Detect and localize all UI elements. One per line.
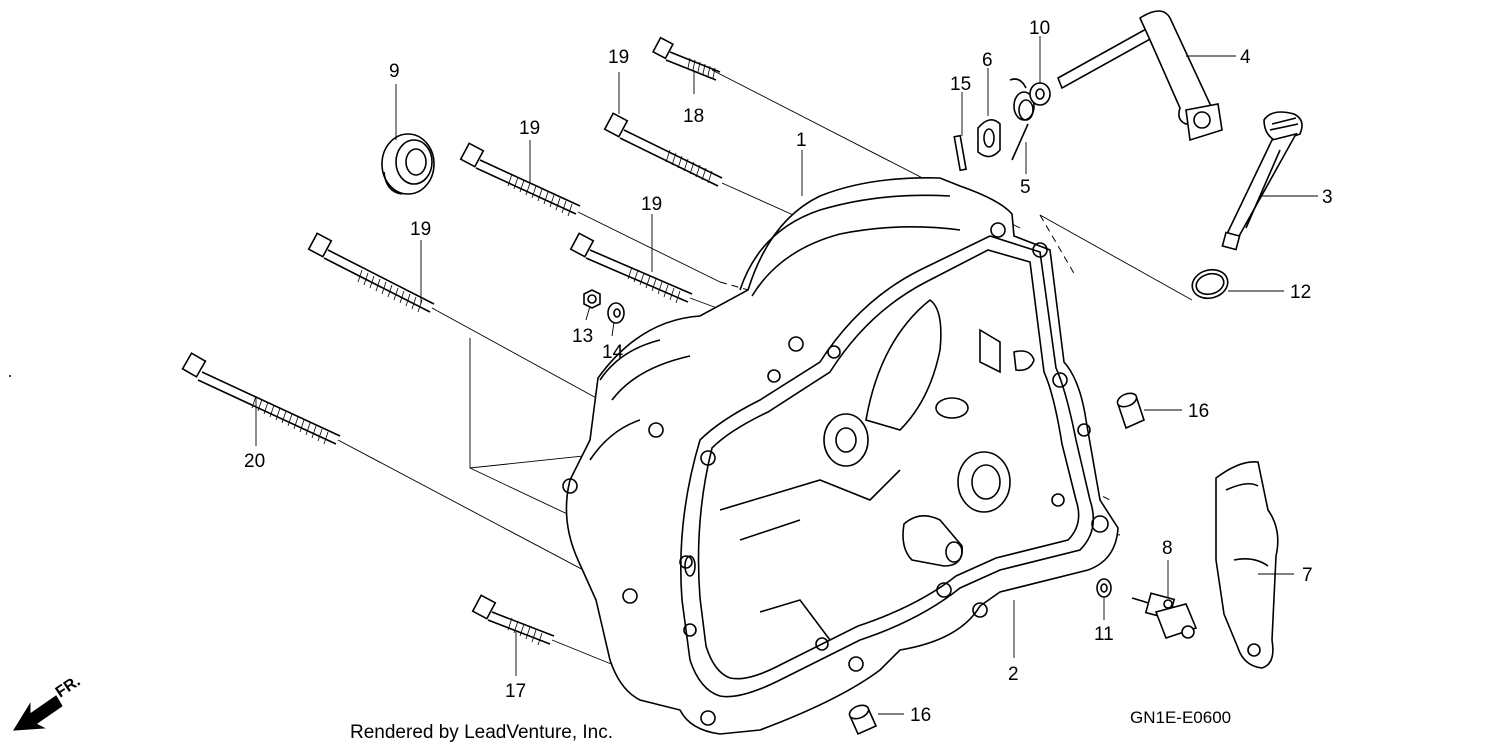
callout-20: 20 — [244, 451, 265, 472]
callout-11: 11 — [1094, 624, 1114, 645]
callout-7: 7 — [1302, 565, 1313, 586]
oil-seal-icon — [381, 133, 435, 195]
callout-2: 2 — [1008, 664, 1019, 685]
small-washer-icon — [1029, 82, 1051, 106]
callout-13: 13 — [572, 326, 593, 347]
callout-numbers: 1 2 3 4 5 6 7 8 9 10 11 12 13 14 15 16 1… — [244, 18, 1333, 726]
dowel-pin-top-icon — [1116, 392, 1145, 430]
callout-16-top: 16 — [1188, 401, 1209, 422]
callout-19-third: 19 — [641, 194, 662, 215]
bolt-17-icon — [471, 594, 555, 646]
callout-12: 12 — [1290, 282, 1311, 303]
callout-4: 4 — [1240, 47, 1251, 68]
bolt-20-icon — [181, 352, 341, 445]
cover-plate-icon — [1215, 461, 1279, 669]
crankcase-cover-icon — [562, 177, 1119, 735]
callout-15: 15 — [950, 74, 971, 95]
cam-icon — [977, 119, 1001, 158]
spring-icon — [1009, 78, 1035, 161]
callout-6: 6 — [982, 50, 993, 71]
callout-1: 1 — [796, 130, 807, 151]
callout-16-bottom: 16 — [910, 705, 931, 726]
callout-18: 18 — [683, 106, 704, 127]
bolt-19d-icon — [307, 232, 435, 313]
sealing-washer-icon — [1096, 578, 1112, 598]
rendered-by-credit: Rendered by LeadVenture, Inc. — [350, 722, 613, 743]
nut-icon — [583, 289, 601, 309]
bolt-19b-icon — [459, 142, 581, 217]
dowel-pin-bottom-icon — [848, 704, 878, 736]
bolt-19a-icon — [603, 112, 723, 187]
washer-icon — [607, 302, 625, 324]
bolts — [181, 36, 723, 646]
callout-19-top: 19 — [608, 47, 629, 68]
gasket-outline — [680, 235, 1095, 698]
front-direction-label: FR. — [53, 673, 84, 702]
callout-5: 5 — [1020, 177, 1031, 198]
callout-17: 17 — [505, 681, 526, 702]
callout-8: 8 — [1162, 538, 1173, 559]
o-ring-icon — [1191, 268, 1229, 300]
callout-14: 14 — [602, 342, 624, 363]
callout-3: 3 — [1322, 187, 1333, 208]
callout-10: 10 — [1029, 18, 1050, 39]
stray-dot — [9, 375, 11, 377]
callout-19-second: 19 — [519, 118, 540, 139]
shift-arm-icon — [1056, 10, 1223, 142]
diagram-code: GN1E-E0600 — [1130, 708, 1231, 727]
front-direction-arrow-icon: FR. — [13, 673, 84, 731]
callout-19-fourth: 19 — [410, 219, 431, 240]
pin-icon — [953, 134, 968, 172]
oil-dipstick-icon — [1221, 111, 1303, 251]
callout-9: 9 — [389, 61, 400, 82]
bolt-19c-icon — [569, 232, 693, 304]
callout-leaders — [255, 36, 1318, 715]
bolt-18-icon — [651, 36, 721, 81]
neutral-switch-icon — [1131, 592, 1198, 640]
